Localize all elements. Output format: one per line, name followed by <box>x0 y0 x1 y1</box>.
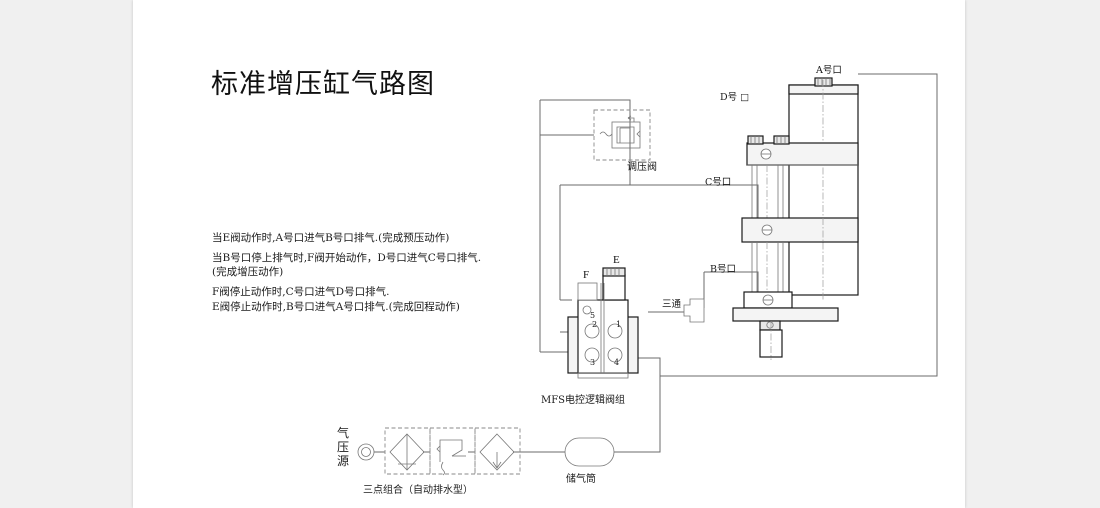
air-tank-symbol <box>564 437 615 467</box>
label-valve-port-2: 2 <box>592 320 598 329</box>
page-title: 标准增压缸气路图 <box>211 69 435 100</box>
pressure-regulator-symbol <box>593 109 651 161</box>
label-valve-e: E <box>613 254 620 266</box>
label-air-source: 气压源 <box>336 426 349 468</box>
label-valve-port-1: 1 <box>616 320 622 329</box>
label-port-a: A号口 <box>816 65 842 76</box>
label-pressure-regulator: 调压阀 <box>627 162 657 173</box>
operation-notes: 当E阀动作时,A号口进气B号口排气.(完成预压动作) 当B号口停上排气时,F阀开… <box>212 232 512 321</box>
label-valve-port-4: 4 <box>614 358 620 367</box>
label-port-d: D号 □ <box>720 92 750 103</box>
label-port-b: B号口 <box>710 264 736 275</box>
tee-fitting <box>683 298 705 323</box>
label-valve-f: F <box>583 269 590 281</box>
label-air-tank: 储气筒 <box>566 474 596 485</box>
label-port-c: C号口 <box>705 177 732 188</box>
circuit-piping <box>366 73 938 453</box>
label-valve-block: MFS电控逻辑阀组 <box>541 395 626 406</box>
note-line-3: F阀停止动作时,C号口进气D号口排气. <box>212 285 390 298</box>
note-line-2: 当B号口停上排气时,F阀开始动作，D号口进气C号口排气. (完成增压动作) <box>212 252 482 278</box>
drive-cylinder <box>746 77 859 300</box>
booster-middle-section <box>741 135 859 309</box>
label-valve-port-3: 3 <box>590 358 596 367</box>
label-frl-unit: 三点组合（自动排水型） <box>363 485 473 496</box>
label-tee: 三通 <box>662 299 682 310</box>
note-line-1: 当E阀动作时,A号口进气B号口排气.(完成预压动作) <box>212 232 450 244</box>
filter-symbol <box>384 427 431 475</box>
lubricator-symbol <box>474 427 521 475</box>
air-source-symbol <box>357 443 375 461</box>
label-valve-port-5: 5 <box>590 311 596 320</box>
note-line-4: E阀停止动作时,B号口进气A号口排气.(完成回程动作) <box>212 301 460 313</box>
mfs-valve-block <box>567 267 639 379</box>
output-flange-and-rod <box>732 307 839 360</box>
